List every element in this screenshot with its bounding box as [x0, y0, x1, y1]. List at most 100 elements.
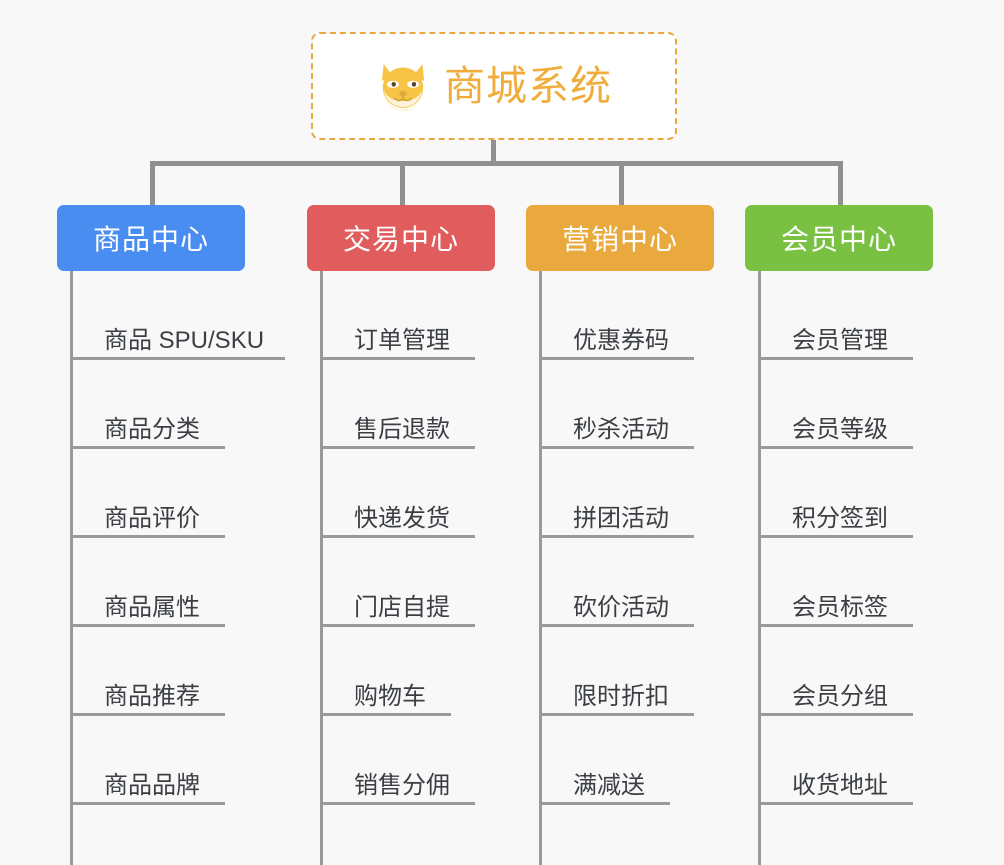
branch-body-1: 商品 SPU/SKU 商品分类 商品评价 商品属性 商品推荐 商品品牌	[70, 271, 285, 865]
list-item[interactable]: 商品评价	[70, 449, 245, 538]
leaf-underline	[320, 802, 475, 805]
leaf-label: 购物车	[354, 683, 426, 710]
leaf-label: 会员标签	[792, 594, 888, 621]
branch-trunk-3	[539, 271, 542, 865]
leaf-underline	[70, 357, 285, 360]
branch-trunk-1	[70, 271, 73, 865]
leaf-label: 会员管理	[792, 327, 888, 354]
leaf-label: 砍价活动	[573, 594, 669, 621]
leaf-label: 商品品牌	[104, 772, 200, 799]
leaf-label: 拼团活动	[573, 505, 669, 532]
leaf-label: 订单管理	[354, 327, 450, 354]
connector-horizontal-bus	[150, 161, 843, 166]
mindmap-canvas: 商城系统 商品中心 商品 SPU/SKU 商品分类 商品评价	[57, 32, 933, 865]
leaf-label: 满减送	[573, 772, 645, 799]
leaf-label: 秒杀活动	[573, 416, 669, 443]
branch-header-4[interactable]: 会员中心	[745, 205, 933, 271]
list-item[interactable]: 积分签到	[758, 449, 933, 538]
branch-column-4: 会员中心 会员管理 会员等级 积分签到 会员标签 会员分组	[745, 205, 933, 865]
list-item[interactable]: 会员管理	[758, 271, 933, 360]
list-item[interactable]: 会员等级	[758, 360, 933, 449]
branch-column-1: 商品中心 商品 SPU/SKU 商品分类 商品评价 商品属性 商品推荐	[57, 205, 285, 865]
branch-header-label-3: 营销中心	[561, 224, 678, 255]
connector-drop-4	[838, 161, 843, 207]
leaf-underline	[539, 357, 694, 360]
branch-header-2[interactable]: 交易中心	[307, 205, 495, 271]
connector-root-stem	[491, 140, 496, 165]
branch-body-2: 订单管理 售后退款 快递发货 门店自提 购物车 销售分佣	[320, 271, 495, 865]
list-item[interactable]: 商品 SPU/SKU	[70, 271, 285, 360]
leaf-underline	[70, 624, 225, 627]
leaf-underline	[758, 446, 913, 449]
leaf-label: 商品属性	[104, 594, 200, 621]
list-item[interactable]: 秒杀活动	[539, 360, 714, 449]
leaf-label: 快递发货	[354, 505, 450, 532]
leaf-label: 售后退款	[354, 416, 450, 443]
leaf-underline	[758, 357, 913, 360]
list-item[interactable]: 收货地址	[758, 716, 933, 805]
list-item[interactable]: 满减送	[539, 716, 714, 805]
leaf-underline	[70, 802, 225, 805]
shiba-dog-face-icon	[381, 64, 425, 112]
branch-header-label-1: 商品中心	[92, 224, 209, 255]
branch-body-4: 会员管理 会员等级 积分签到 会员标签 会员分组 收货地址	[758, 271, 933, 865]
list-item[interactable]: 快递发货	[320, 449, 495, 538]
branch-column-2: 交易中心 订单管理 售后退款 快递发货 门店自提 购物车	[307, 205, 495, 865]
list-item[interactable]: 商品属性	[70, 538, 245, 627]
leaf-underline	[320, 713, 451, 716]
leaf-underline	[539, 535, 694, 538]
list-item[interactable]: 拼团活动	[539, 449, 714, 538]
leaf-label: 销售分佣	[354, 772, 450, 799]
leaf-label: 积分签到	[792, 505, 888, 532]
list-item[interactable]: 会员标签	[758, 538, 933, 627]
leaf-label: 商品分类	[104, 416, 200, 443]
branch-header-label-4: 会员中心	[780, 224, 897, 255]
list-item[interactable]: 商品分类	[70, 360, 245, 449]
connector-drop-1	[150, 161, 155, 207]
connector-drop-2	[400, 161, 405, 207]
root-node[interactable]: 商城系统	[311, 32, 677, 140]
root-title: 商城系统	[444, 62, 612, 109]
leaf-underline	[758, 535, 913, 538]
branch-trunk-2	[320, 271, 323, 865]
list-item[interactable]: 限时折扣	[539, 627, 714, 716]
branch-header-1[interactable]: 商品中心	[57, 205, 245, 271]
leaf-label: 门店自提	[354, 594, 450, 621]
list-item[interactable]: 商品推荐	[70, 627, 245, 716]
leaf-underline	[758, 624, 913, 627]
leaf-underline	[539, 624, 694, 627]
branch-header-label-2: 交易中心	[342, 224, 459, 255]
leaf-underline	[539, 802, 670, 805]
leaf-underline	[539, 446, 694, 449]
leaf-underline	[320, 535, 475, 538]
list-item[interactable]: 购物车	[320, 627, 495, 716]
leaf-underline	[320, 357, 475, 360]
list-item[interactable]: 门店自提	[320, 538, 495, 627]
branch-trunk-4	[758, 271, 761, 865]
list-item[interactable]: 销售分佣	[320, 716, 495, 805]
list-item[interactable]: 优惠券码	[539, 271, 714, 360]
leaf-label: 商品 SPU/SKU	[104, 327, 265, 354]
leaf-underline	[758, 713, 913, 716]
branch-body-3: 优惠券码 秒杀活动 拼团活动 砍价活动 限时折扣 满减送	[539, 271, 714, 865]
leaf-underline	[70, 446, 225, 449]
leaf-underline	[539, 713, 694, 716]
list-item[interactable]: 砍价活动	[539, 538, 714, 627]
leaf-underline	[758, 802, 913, 805]
leaf-underline	[320, 624, 475, 627]
leaf-label: 会员等级	[792, 416, 888, 443]
leaf-label: 商品评价	[104, 505, 200, 532]
leaf-underline	[70, 535, 225, 538]
leaf-label: 收货地址	[792, 772, 888, 799]
list-item[interactable]: 会员分组	[758, 627, 933, 716]
leaf-label: 限时折扣	[573, 683, 669, 710]
list-item[interactable]: 商品品牌	[70, 716, 245, 805]
branch-header-3[interactable]: 营销中心	[526, 205, 714, 271]
leaf-label: 商品推荐	[104, 683, 200, 710]
leaf-label: 优惠券码	[573, 327, 669, 354]
leaf-underline	[70, 713, 225, 716]
branch-column-3: 营销中心 优惠券码 秒杀活动 拼团活动 砍价活动 限时折扣	[526, 205, 714, 865]
list-item[interactable]: 售后退款	[320, 360, 495, 449]
list-item[interactable]: 订单管理	[320, 271, 495, 360]
leaf-underline	[320, 446, 475, 449]
